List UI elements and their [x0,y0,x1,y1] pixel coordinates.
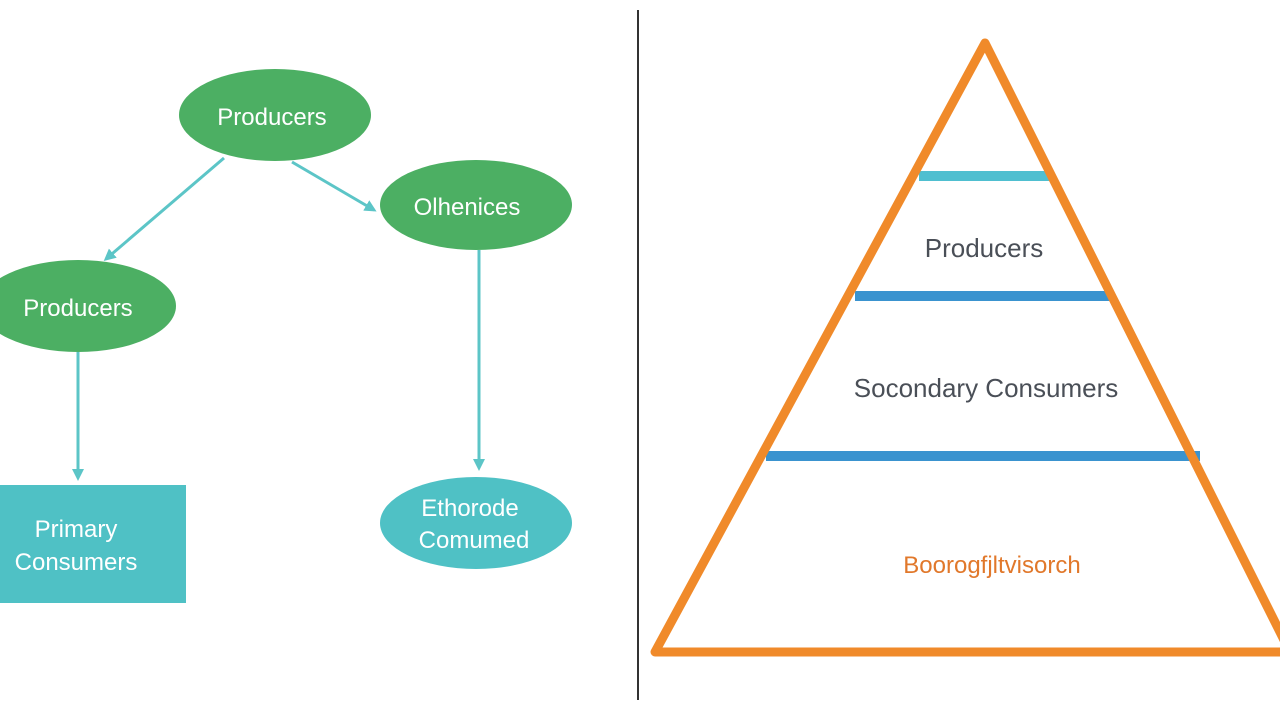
flowchart: Producers Olhenices Producers Primary Co… [0,69,572,603]
pyramid: Producers Socondary Consumers Boorogfjlt… [650,38,1280,657]
arrow-top-to-left [103,156,225,261]
pyramid-tier-secondary-consumers: Socondary Consumers [854,373,1118,403]
node-primary-consumers-line1: Primary [35,516,118,543]
arrow-top-to-right [291,160,377,212]
node-primary-consumers-line2: Consumers [15,549,138,576]
pyramid-tier-producers: Producers [925,233,1044,263]
node-ethorode-comumed: Ethorode Comumed [380,477,572,569]
pyramid-outline [650,38,1280,657]
node-olhenices-label: Olhenices [414,194,521,221]
node-producers-left: Producers [0,260,176,352]
node-producers-left-label: Producers [23,295,132,322]
node-primary-consumers: Primary Consumers [0,485,186,603]
node-producers-top: Producers [179,69,371,161]
node-ethorode-line2: Comumed [419,527,530,554]
pyramid-tier-base: Boorogfjltvisorch [903,552,1080,579]
node-producers-top-label: Producers [217,104,326,131]
node-olhenices: Olhenices [380,160,572,250]
node-ethorode-line1: Ethorode [421,495,518,522]
